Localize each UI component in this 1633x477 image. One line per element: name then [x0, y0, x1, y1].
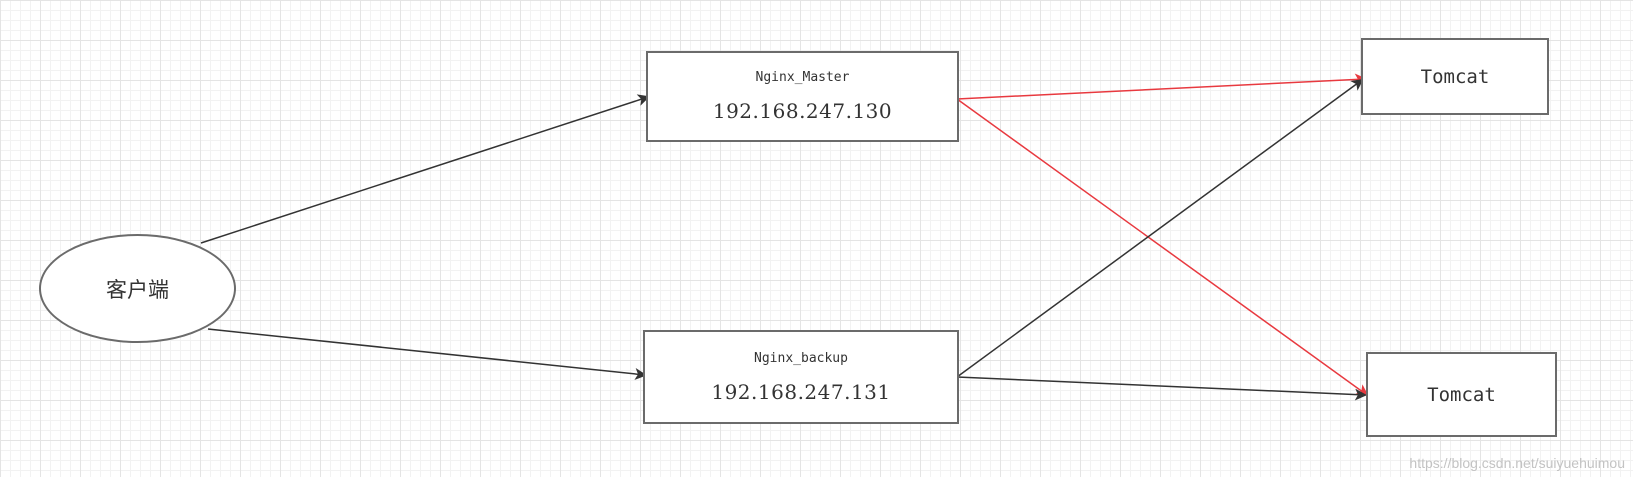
nginx-backup-node[interactable]: Nginx_backup 192.168.247.131: [643, 330, 959, 424]
nginx-master-node[interactable]: Nginx_Master 192.168.247.130: [646, 51, 959, 142]
edge-master-to-tomcat-top: [956, 73, 1367, 100]
tomcat-top-label: Tomcat: [1420, 65, 1490, 88]
nginx-master-name: Nginx_Master: [755, 70, 850, 85]
nginx-backup-name: Nginx_backup: [754, 350, 848, 366]
edge-client-to-backup: [207, 328, 647, 380]
edge-client-to-master: [200, 94, 650, 244]
client-node[interactable]: 客户端: [39, 234, 236, 343]
nginx-master-ip: 192.168.247.130: [712, 99, 893, 123]
edge-backup-to-tomcat-top: [956, 78, 1364, 378]
nginx-backup-ip: 192.168.247.131: [711, 379, 891, 404]
edge-backup-to-tomcat-bottom: [956, 376, 1367, 401]
tomcat-top-node[interactable]: Tomcat: [1361, 38, 1549, 115]
watermark: https://blog.csdn.net/suiyuehuimou: [1409, 455, 1625, 471]
tomcat-bottom-node[interactable]: Tomcat: [1366, 352, 1557, 437]
tomcat-bottom-label: Tomcat: [1427, 383, 1496, 406]
client-label: 客户端: [106, 277, 169, 302]
edge-master-to-tomcat-bottom: [956, 98, 1369, 397]
